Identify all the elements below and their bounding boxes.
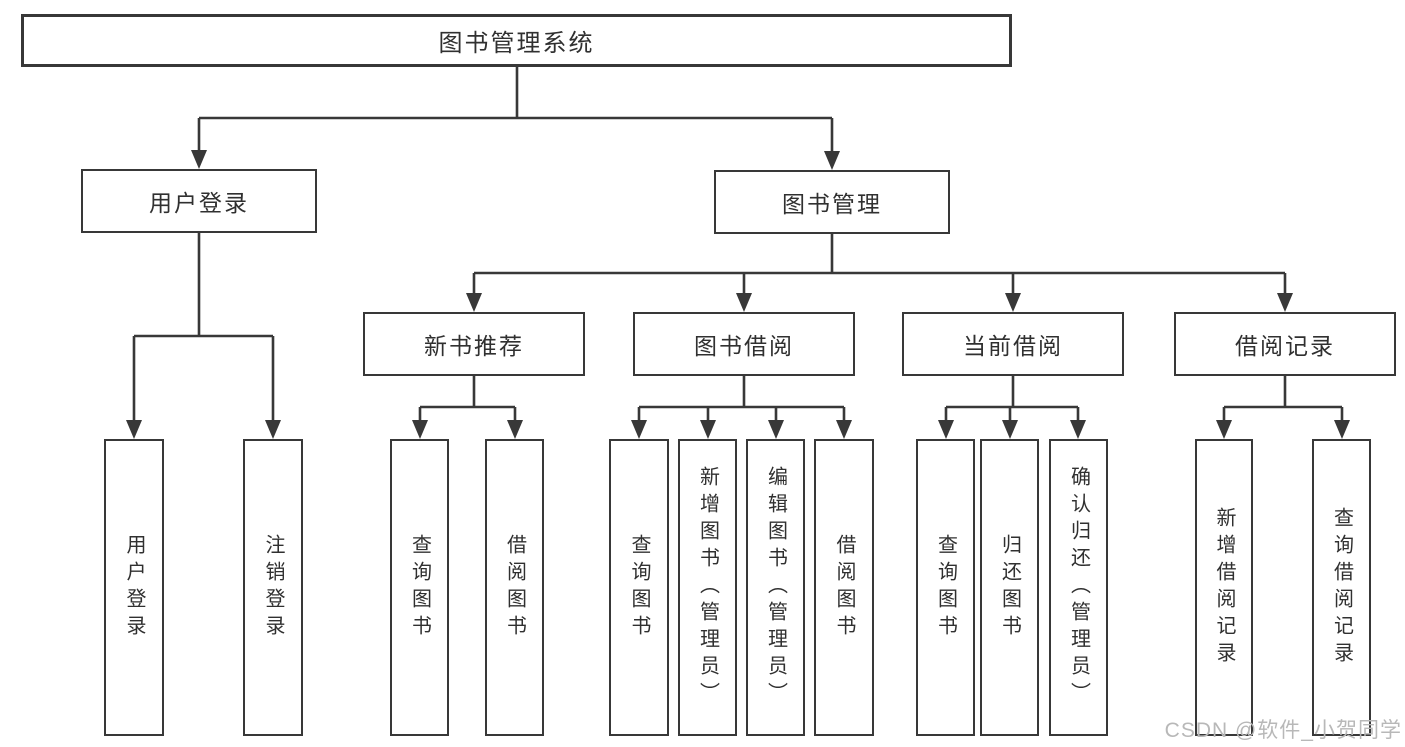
csdn-watermark: CSDN @软件_小贺同学 [1164,719,1402,742]
leaf-borrow-books: 借阅图书 [814,439,874,736]
arrowheads [126,150,1350,439]
arrow-down-icon [700,420,716,439]
connector-borrow [637,376,846,425]
leaf-user-login: 用户登录 [104,439,164,736]
leaf-logout-label: 注销登录 [262,533,284,642]
leaf-confirm-return-admin-label: 确认归还（管理员） [1067,466,1090,709]
node-book-mgmt-label: 图书管理 [782,191,882,217]
node-current-borrow-label: 当前借阅 [963,333,1063,359]
node-borrow-records: 借阅记录 [1174,312,1396,376]
leaf-edit-books-admin: 编辑图书（管理员） [746,439,805,736]
leaf-logout: 注销登录 [243,439,303,736]
arrow-down-icon [836,420,852,439]
leaf-borrow-query-books: 查询图书 [609,439,669,736]
node-borrow-records-label: 借阅记录 [1235,333,1335,359]
leaf-borrow-query-books-label: 查询图书 [628,533,650,642]
connector-current [944,376,1080,425]
connector-recommend [418,376,517,425]
leaf-recommend-query-books-label: 查询图书 [408,533,431,642]
node-current-borrow: 当前借阅 [902,312,1124,376]
arrow-down-icon [1216,420,1232,439]
leaf-return-books: 归还图书 [980,439,1039,736]
arrow-down-icon [1277,293,1293,312]
leaf-confirm-return-admin: 确认归还（管理员） [1049,439,1108,736]
arrow-down-icon [824,151,840,170]
arrow-down-icon [631,420,647,439]
arrow-down-icon [1005,293,1021,312]
connector-root [197,67,834,155]
leaf-query-borrow-record-label: 查询借阅记录 [1330,506,1353,669]
leaf-query-borrow-record: 查询借阅记录 [1312,439,1371,736]
arrow-down-icon [191,150,207,169]
leaf-return-books-label: 归还图书 [998,533,1021,642]
arrow-down-icon [126,420,142,439]
leaf-user-login-label: 用户登录 [123,533,145,642]
arrow-down-icon [265,420,281,439]
arrow-down-icon [768,420,784,439]
leaf-recommend-borrow-books-label: 借阅图书 [503,533,526,642]
leaf-current-query-books-label: 查询图书 [934,533,957,642]
node-user-login-label: 用户登录 [149,190,249,216]
connector-records [1222,376,1344,425]
arrow-down-icon [736,293,752,312]
leaf-add-borrow-record-label: 新增借阅记录 [1213,506,1235,669]
arrow-down-icon [412,420,428,439]
leaf-add-books-admin-label: 新增图书（管理员） [696,466,719,709]
leaf-edit-books-admin-label: 编辑图书（管理员） [764,466,787,709]
leaf-recommend-query-books: 查询图书 [390,439,449,736]
node-new-book-recommend-label: 新书推荐 [424,333,524,359]
node-book-borrow: 图书借阅 [633,312,855,376]
leaf-add-books-admin: 新增图书（管理员） [678,439,737,736]
leaf-current-query-books: 查询图书 [916,439,975,736]
leaf-recommend-borrow-books: 借阅图书 [485,439,544,736]
node-book-mgmt: 图书管理 [714,170,950,234]
arrow-down-icon [1334,420,1350,439]
connector-mgmt [472,234,1287,298]
node-user-login: 用户登录 [81,169,317,233]
arrow-down-icon [938,420,954,439]
node-root-label: 图书管理系统 [438,30,595,57]
node-new-book-recommend: 新书推荐 [363,312,585,376]
leaf-add-borrow-record: 新增借阅记录 [1195,439,1253,736]
node-book-borrow-label: 图书借阅 [694,333,794,359]
arrow-down-icon [507,420,523,439]
connector-login [132,233,275,425]
arrow-down-icon [466,293,482,312]
node-root: 图书管理系统 [21,14,1012,67]
arrow-down-icon [1070,420,1086,439]
arrow-down-icon [1002,420,1018,439]
leaf-borrow-books-label: 借阅图书 [833,533,855,642]
